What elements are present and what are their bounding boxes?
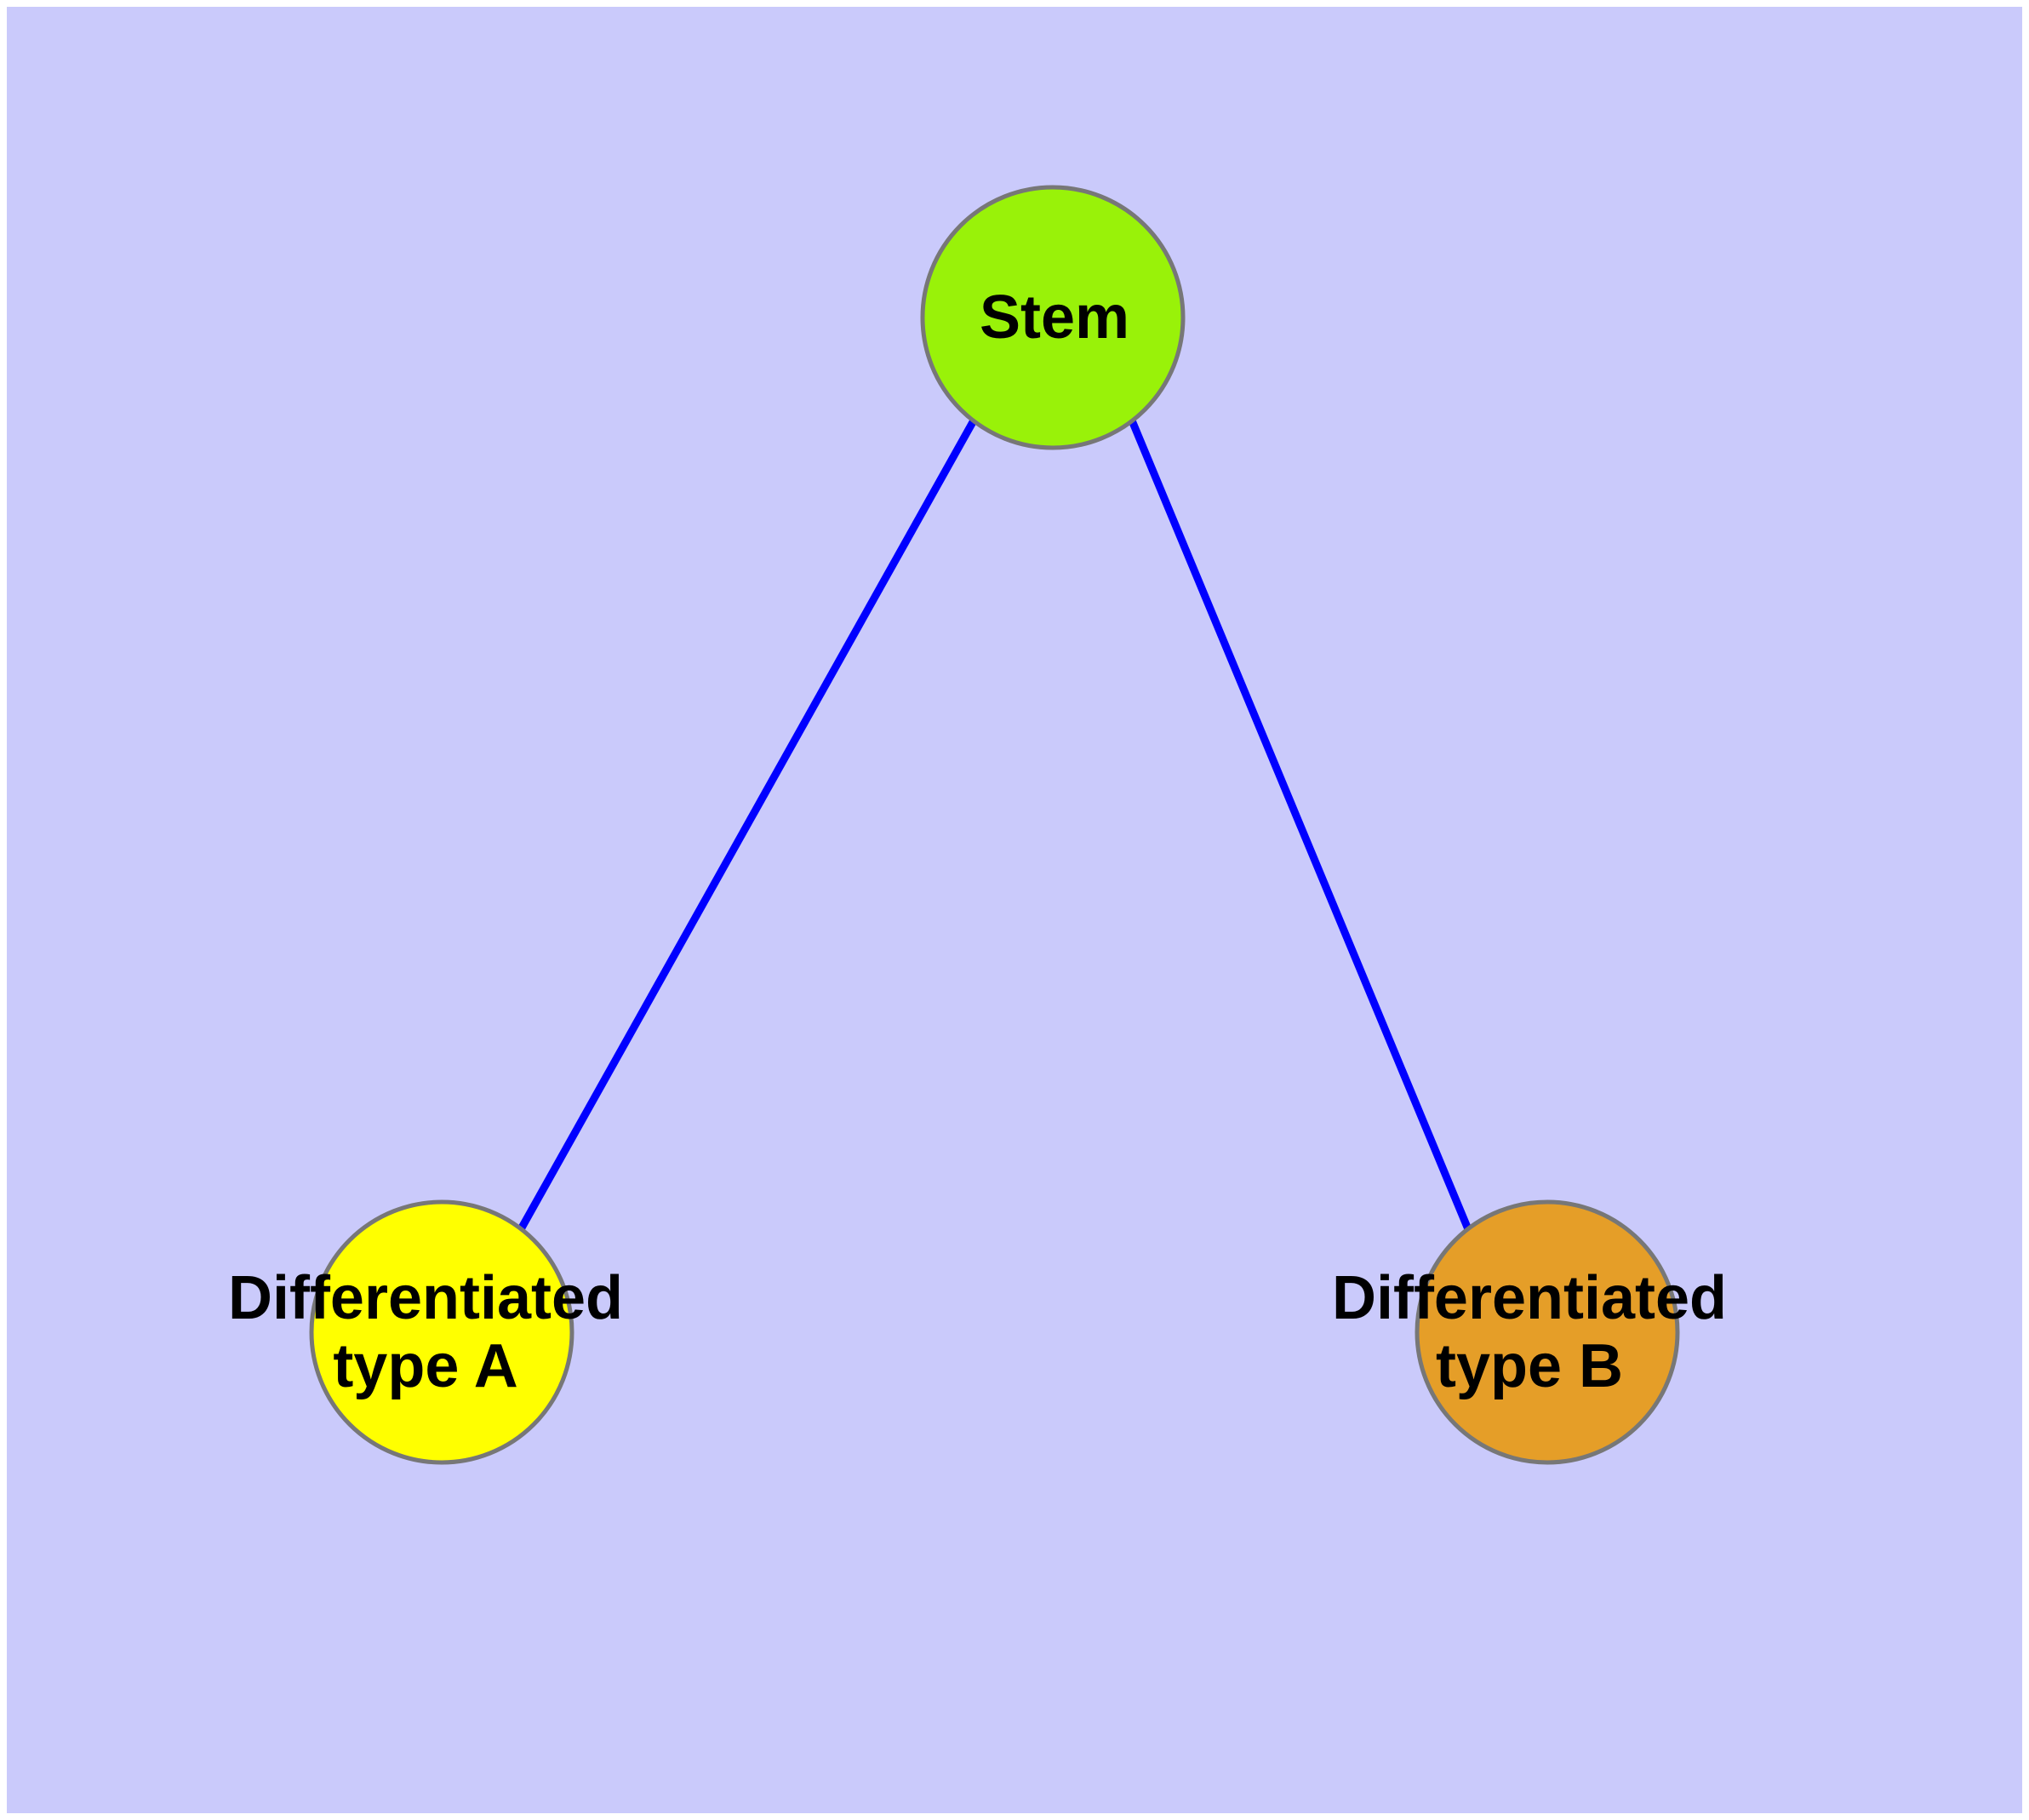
node-differentiated-type-a[interactable] <box>309 1199 574 1465</box>
edge-stem-to-differentiated-type-b[interactable] <box>1128 419 1472 1231</box>
node-stem[interactable] <box>920 185 1186 450</box>
node-differentiated-type-b[interactable] <box>1415 1199 1680 1465</box>
edge-layer <box>517 418 1472 1232</box>
node-layer <box>309 185 1680 1465</box>
edge-stem-to-differentiated-type-a[interactable] <box>517 418 977 1232</box>
